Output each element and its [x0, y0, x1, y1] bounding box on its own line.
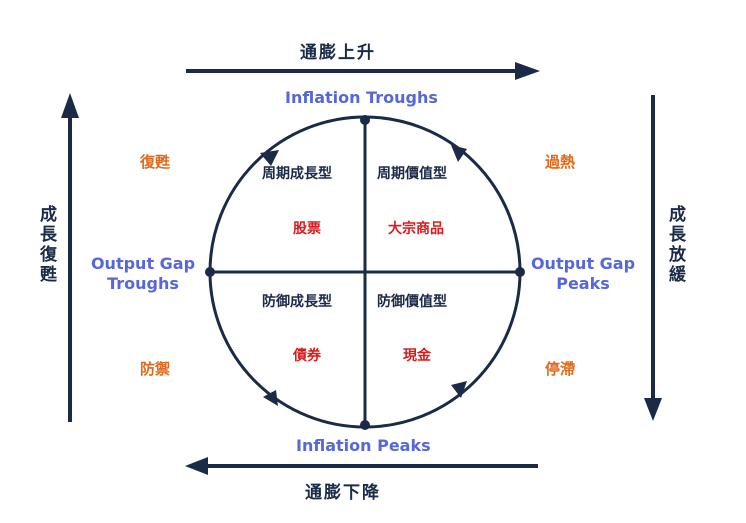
- top-direction-label: 通膨上升: [300, 43, 376, 63]
- quadrant-top-left-header: 周期成長型: [262, 166, 332, 182]
- quadrant-top-left-asset: 股票: [293, 221, 321, 237]
- top-axis-label: Inflation Troughs: [285, 88, 438, 107]
- left-axis-label: Output Gap Troughs: [90, 254, 196, 293]
- cycle-arrowhead-top-right: [451, 145, 467, 162]
- bottom-node: [360, 420, 370, 430]
- quadrant-bottom-right-header: 防御價值型: [377, 294, 447, 310]
- cycle-arrowhead-bottom-left: [263, 390, 278, 406]
- bottom-direction-label: 通膨下降: [305, 483, 381, 503]
- corner-label-top-right: 過熱: [545, 153, 576, 171]
- right-axis-label: Output Gap Peaks: [530, 254, 636, 293]
- right-node: [515, 267, 525, 277]
- left-direction-arrow: [61, 93, 79, 422]
- quadrant-top-right-header: 周期價值型: [377, 166, 447, 182]
- left-node: [205, 267, 215, 277]
- bottom-axis-label: Inflation Peaks: [296, 436, 431, 455]
- cycle-arrowhead-bottom-right: [451, 381, 467, 398]
- left-direction-label: 成長復甦: [36, 205, 56, 285]
- quadrant-bottom-left-header: 防御成長型: [262, 294, 332, 310]
- corner-label-bottom-left: 防禦: [140, 360, 171, 378]
- corner-label-top-left: 復甦: [140, 153, 171, 171]
- right-direction-label: 成長放緩: [665, 205, 685, 285]
- top-node: [360, 115, 370, 125]
- cycle-arrowhead-top-left: [260, 150, 279, 166]
- corner-label-bottom-right: 停滯: [545, 360, 576, 378]
- right-direction-arrow: [644, 95, 662, 421]
- top-direction-arrow: [186, 62, 540, 80]
- quadrant-top-right-asset: 大宗商品: [388, 221, 444, 237]
- quadrant-bottom-right-asset: 現金: [403, 348, 431, 364]
- quadrant-bottom-left-asset: 債券: [293, 348, 321, 364]
- bottom-direction-arrow: [185, 457, 538, 475]
